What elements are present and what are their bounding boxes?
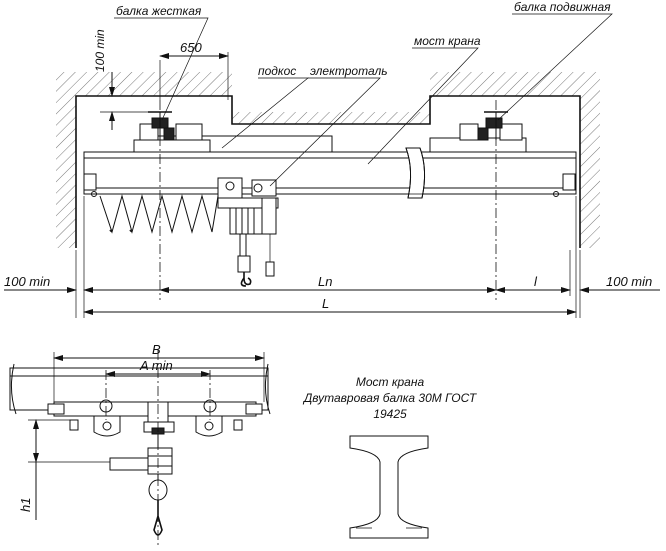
label-rigid-beam: балка жесткая [116, 4, 202, 18]
beam-caption-line2: Двутавровая балка 30М ГОСТ [302, 391, 478, 405]
dim-A-min: A min [139, 358, 173, 373]
i-beam-section [349, 435, 429, 539]
crane-bridge-beam [83, 147, 577, 199]
side-view [9, 350, 271, 548]
label-hoist: электроталь [310, 64, 388, 78]
dimension-lines [4, 52, 660, 318]
left-end-truck [133, 111, 333, 153]
dim-100-min-right: 100 min [606, 274, 652, 289]
leader-lines [114, 13, 613, 187]
label-movable-beam: балка подвижная [514, 0, 611, 14]
building-walls [56, 72, 600, 248]
dim-B: B [152, 342, 161, 357]
dim-L: L [322, 296, 329, 311]
label-brace: подкос [258, 64, 296, 78]
electric-hoist [217, 177, 279, 287]
right-end-truck [429, 111, 527, 153]
beam-caption-line1: Мост крана [356, 375, 425, 389]
label-crane-bridge: мост крана [414, 34, 481, 48]
side-view-dimensions [28, 352, 265, 520]
dim-l: l [534, 274, 538, 289]
festoon-cable [99, 194, 219, 234]
dim-h1: h1 [18, 498, 33, 512]
dim-650: 650 [180, 40, 202, 55]
beam-caption-line3: 19425 [373, 407, 407, 421]
dim-100-min-left: 100 min [4, 274, 50, 289]
dim-100-min-vertical: 100 min [93, 29, 107, 72]
dim-Ln: Ln [318, 274, 332, 289]
